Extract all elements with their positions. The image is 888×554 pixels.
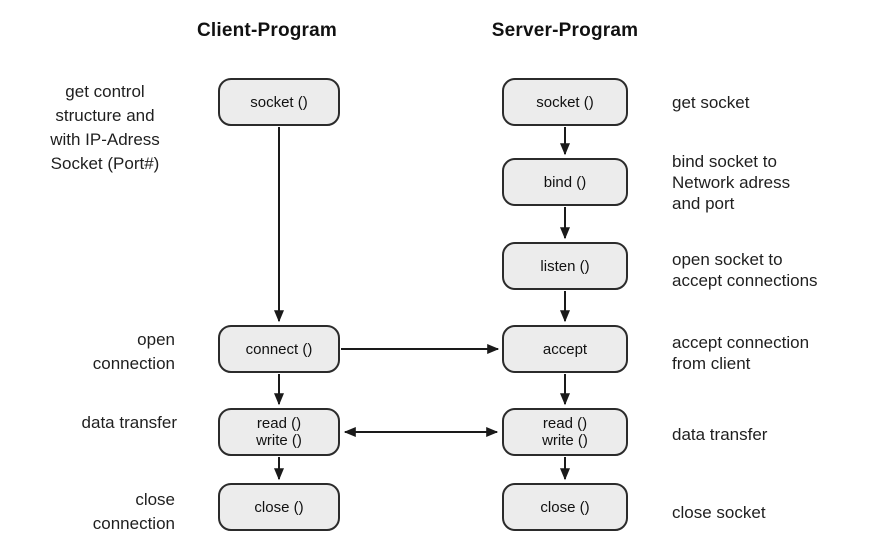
annotation-client-connect: open connection [92,330,175,373]
client-close-box: close () [218,483,340,531]
annotation-client-readwrite: data transfer [81,413,177,432]
server-socket-box: socket () [502,78,628,126]
server-listen-box: listen () [502,242,628,290]
server-accept-box: accept [502,325,628,373]
client-readwrite-box: read () write () [218,408,340,456]
server-close-box: close () [502,483,628,531]
server-bind-box: bind () [502,158,628,206]
annotation-server-close: close socket [672,503,766,522]
annotation-server-readwrite: data transfer [672,425,768,444]
client-connect-box: connect () [218,325,340,373]
annotation-client-socket: get control structure and with IP-Adress… [50,82,160,173]
client-socket-box: socket () [218,78,340,126]
annotation-server-listen: open socket to accept connections [672,250,818,290]
client-column-header: Client-Program [196,20,338,41]
annotation-server-socket: get socket [672,93,750,112]
annotation-client-close: close connection [92,490,175,533]
annotation-server-bind: bind socket to Network adress and port [672,152,791,213]
annotation-server-accept: accept connection from client [672,333,810,373]
server-readwrite-box: read () write () [502,408,628,456]
server-column-header: Server-Program [491,20,639,41]
